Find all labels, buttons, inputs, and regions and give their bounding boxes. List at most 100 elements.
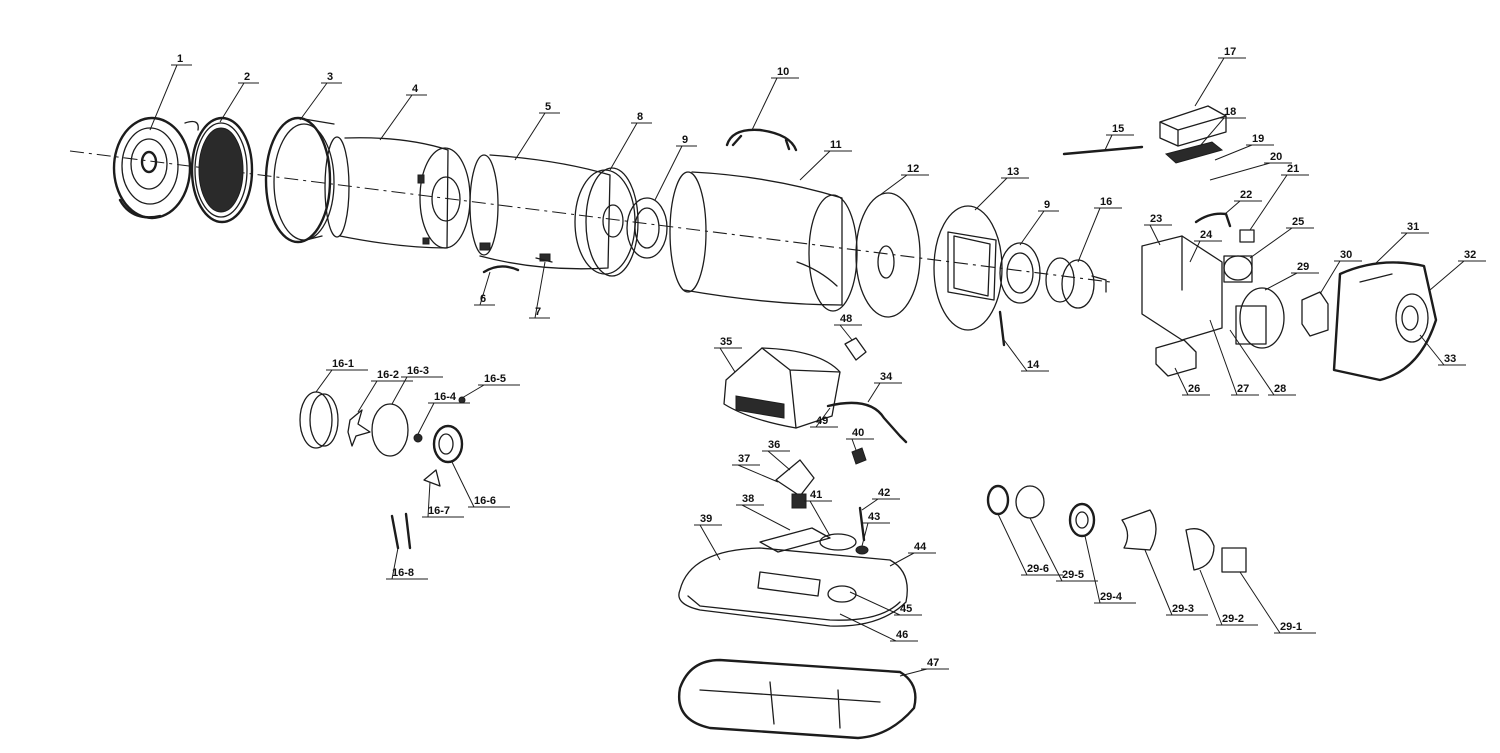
part-29-3-housing [1121,509,1157,551]
leader-line [1264,272,1319,291]
part-41-disc [819,533,857,551]
part-18-circuit-board [1164,141,1224,164]
part-number-label: 30 [1340,249,1352,261]
leader-line [529,261,550,319]
leader-line [1209,162,1292,181]
leader-line [1189,240,1222,263]
part-number-label: 7 [535,306,541,318]
leader-line [1084,535,1136,604]
leader-line [879,174,929,196]
part-number-label: 16 [1100,196,1112,208]
leader-line [379,94,427,141]
leader-line [804,500,832,537]
part-number-label: 9 [682,134,688,146]
part-15-cable [1062,145,1144,156]
part-number-label: 16-5 [484,373,506,385]
part-number-label: 46 [896,629,908,641]
part-7-clip [535,257,553,263]
part-3-front-ring [264,116,335,244]
part-43-washer [855,545,869,555]
part-16-1-ring [299,391,339,449]
leader-line [1077,207,1122,263]
part-9-gasket [626,197,668,259]
part-21-switch [1239,229,1255,243]
leader-line [315,369,368,393]
leader-line [422,481,464,518]
leader-line [867,382,902,403]
leader-line [1429,260,1486,291]
part-31-rear-housing [1332,261,1438,382]
part-number-label: 23 [1150,213,1162,225]
part-number-label: 16-7 [428,505,450,517]
part-number-label: 18 [1224,106,1236,118]
part-10-handle [725,128,798,152]
leader-line [799,150,852,181]
part-number-label: 10 [777,66,789,78]
leader-line [1194,57,1246,107]
part-number-label: 29-3 [1172,603,1194,615]
part-number-label: 26 [1188,383,1200,395]
part-number-label: 31 [1407,221,1419,233]
part-number-label: 39 [700,513,712,525]
part-2-mesh-grille [190,116,254,224]
part-16-fan-assembly [1045,257,1107,309]
part-number-label: 34 [880,371,893,383]
part-26-transformer [1155,339,1197,377]
leader-line [1019,210,1059,246]
part-number-label: 6 [480,293,486,305]
part-number-label: 47 [927,657,939,669]
part-number-label: 16-1 [332,358,354,370]
leader-line [654,145,697,201]
leader-line [357,380,413,413]
part-14-rod [998,310,1006,347]
leader-line [997,513,1063,576]
part-number-label: 16-3 [407,365,429,377]
leader-line [1249,227,1314,259]
part-number-label: 29-5 [1062,569,1084,581]
leader-line [609,122,652,171]
leader-line [1199,569,1258,626]
leader-line [1174,367,1210,396]
part-number-label: 38 [742,493,754,505]
part-29-4-impeller [1068,502,1096,538]
leader-line [846,438,874,451]
part-16-4-screw [413,433,423,443]
leader-line [1419,334,1466,366]
part-number-label: 43 [868,511,880,523]
leader-line [714,347,742,373]
leader-line [974,177,1029,211]
leader-line [461,384,520,399]
leader-line [474,271,495,306]
part-25-pump [1223,255,1253,283]
part-number-label: 1 [177,53,183,65]
part-9-gasket-rear [999,242,1041,304]
part-number-label: 4 [412,83,419,95]
leader-line [839,613,918,642]
part-number-label: 20 [1270,151,1282,163]
part-number-label: 29-1 [1280,621,1302,633]
part-number-label: 45 [900,603,912,615]
part-number-label: 36 [768,439,780,451]
leader-line [1239,571,1316,634]
part-number-label: 16-4 [434,391,457,403]
part-16-8-screws [390,512,412,550]
leader-line [732,464,779,483]
part-number-label: 14 [1027,359,1040,371]
leader-line [1249,174,1309,231]
part-number-label: 29-4 [1100,591,1123,603]
leader-line [299,82,342,121]
leader-line [736,504,791,531]
leader-line [899,668,949,677]
part-number-label: 21 [1287,163,1299,175]
leader-line [834,324,862,341]
part-34-power-cord [826,401,908,444]
leader-line [1104,134,1134,151]
leader-line [1144,224,1172,246]
part-number-label: 2 [244,71,250,83]
leader-line [219,82,259,123]
part-number-label: 22 [1240,189,1252,201]
part-16-2-fan [347,409,371,447]
leader-line [762,450,791,471]
